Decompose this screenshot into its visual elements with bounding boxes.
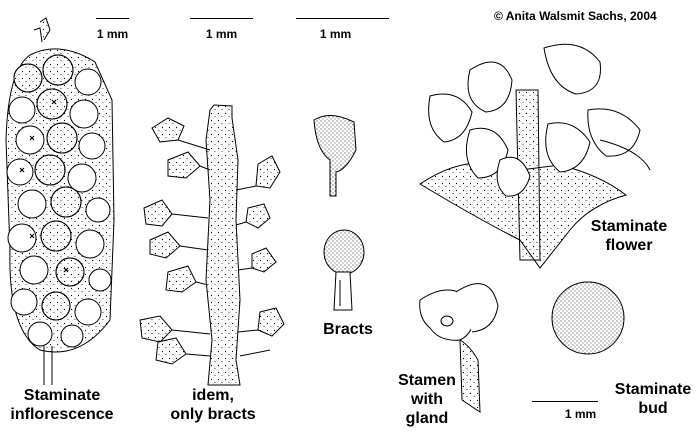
axis-with-bracts-drawing	[139, 104, 285, 386]
stamen-with-gland-drawing	[419, 283, 499, 413]
scale-bar-4-label: 1 mm	[564, 407, 597, 421]
label-inflorescence-line1: Staminate	[23, 387, 101, 404]
label-idem-only-bracts: idem, only bracts	[158, 386, 268, 424]
label-idem-line1: idem,	[192, 387, 234, 404]
bracts-drawing	[313, 115, 365, 311]
scale-bar-2-label: 1 mm	[205, 27, 238, 41]
staminate-flower-drawing	[419, 43, 651, 269]
label-staminate-inflorescence: Staminate inflorescence	[2, 386, 122, 424]
label-staminate-flower: Staminate flower	[590, 217, 668, 255]
scale-bar-1-line	[96, 18, 129, 19]
label-inflorescence-line2: inflorescence	[10, 406, 114, 423]
label-stamen-line1: Stamen	[398, 372, 456, 389]
scale-bar-3-line	[296, 18, 389, 19]
scale-bar-4-line	[532, 401, 598, 402]
scale-bar-2-line	[190, 18, 253, 19]
label-bracts: Bracts	[323, 321, 373, 338]
scale-bar-1-label: 1 mm	[96, 27, 129, 41]
staminate-bud-drawing	[551, 281, 625, 355]
label-staminate-bud: Staminate bud	[610, 380, 696, 418]
label-stamen-line2: with	[411, 391, 443, 408]
label-flower-line2: flower	[605, 237, 653, 254]
label-stamen-line3: gland	[405, 410, 449, 427]
label-stamen-with-gland: Stamen with gland	[394, 371, 460, 428]
staminate-inflorescence-drawing	[5, 17, 115, 385]
label-bud-line2: bud	[638, 400, 668, 417]
label-bud-line1: Staminate	[614, 381, 692, 398]
label-flower-line1: Staminate	[590, 218, 668, 235]
copyright-credit: © Anita Walsmit Sachs, 2004	[494, 9, 657, 23]
scale-bar-3-label: 1 mm	[319, 27, 352, 41]
label-idem-line2: only bracts	[170, 406, 256, 423]
